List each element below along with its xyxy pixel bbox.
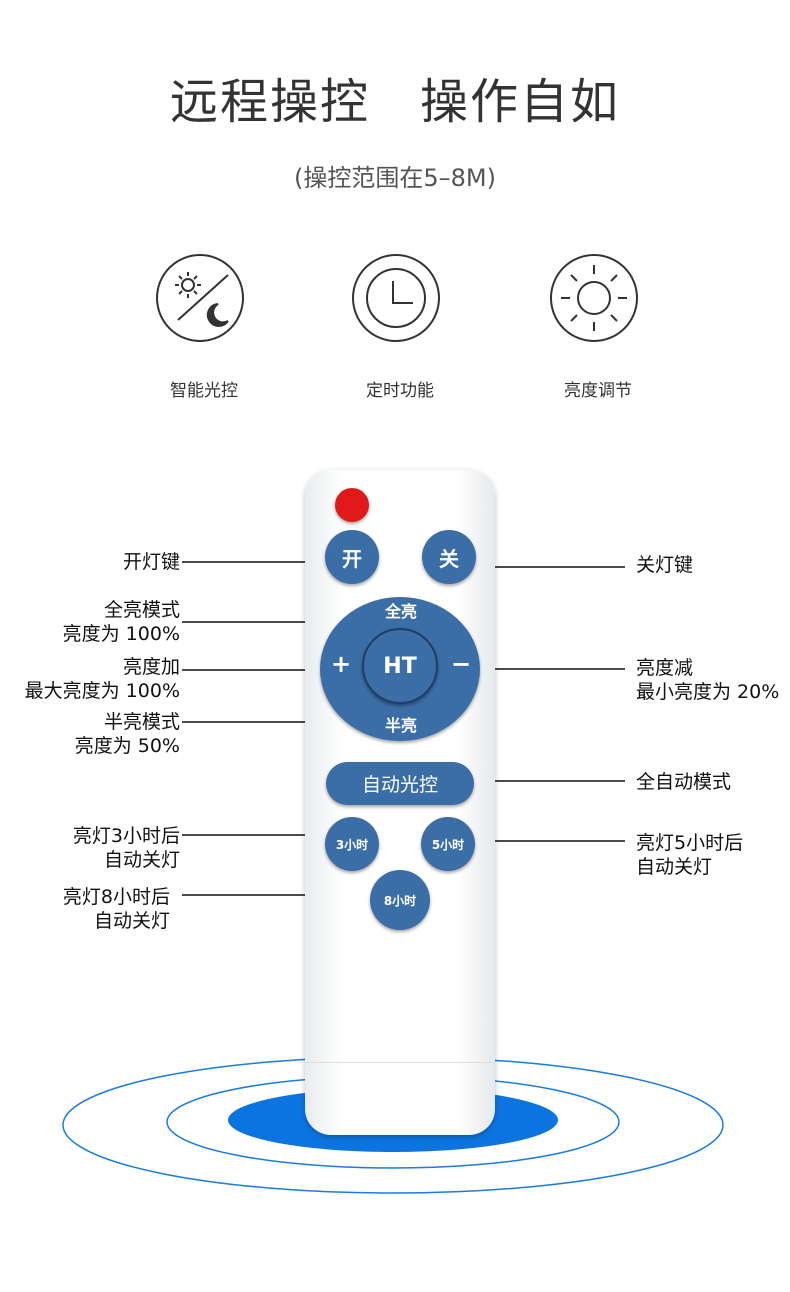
brightness-minus-button[interactable]: − [450, 650, 472, 678]
callout-subtext: 最小亮度为 20% [636, 681, 780, 703]
on-button[interactable]: 开 [325, 530, 379, 584]
callout-lines [182, 561, 625, 896]
callout-plus: 亮度加最大亮度为 100% [25, 655, 180, 703]
callout-text: 亮灯8小时后 [62, 886, 170, 908]
callout-on: 开灯键 [123, 550, 180, 574]
timer-8h-button[interactable]: 8小时 [370, 870, 430, 930]
callout-subtext: 自动关灯 [93, 910, 170, 932]
page-title: 远程操控 操作自如 [169, 74, 620, 130]
brightness-plus-button[interactable]: + [330, 650, 352, 678]
clock-icon [352, 254, 440, 342]
auto-light-button[interactable]: 自动光控 [326, 762, 474, 805]
callout-text: 半亮模式 [103, 711, 180, 733]
callout-text: 关灯键 [636, 554, 694, 576]
feature-label-brightness: 亮度调节 [564, 381, 632, 401]
remote-seam [305, 1062, 495, 1063]
callout-full: 全亮模式亮度为 100% [63, 598, 180, 646]
callout-minus: 亮度减最小亮度为 20% [636, 656, 779, 704]
callout-3h: 亮灯3小时后自动关灯 [73, 824, 180, 872]
full-bright-button[interactable]: 全亮 [384, 602, 417, 621]
callout-text: 亮灯3小时后 [72, 825, 180, 847]
callout-subtext: 自动关灯 [636, 856, 713, 878]
callout-subtext: 亮度为 50% [74, 735, 180, 757]
half-bright-button[interactable]: 半亮 [384, 716, 417, 735]
feature-label-light-control: 智能光控 [170, 381, 238, 401]
callout-auto: 全自动模式 [636, 770, 731, 794]
callout-text: 开灯键 [122, 551, 180, 573]
off-button[interactable]: 关 [422, 530, 476, 584]
timer-3h-button[interactable]: 3小时 [325, 817, 379, 871]
callout-subtext: 最大亮度为 100% [24, 680, 180, 702]
timer-5h-button[interactable]: 5小时 [421, 817, 475, 871]
callout-text: 亮度减 [636, 657, 694, 679]
callout-text: 亮度加 [122, 656, 180, 678]
callout-off: 关灯键 [636, 553, 693, 577]
day-night-icon [156, 254, 244, 342]
callout-8h: 亮灯8小时后自动关灯 [63, 885, 170, 933]
callout-subtext: 亮度为 100% [62, 623, 180, 645]
power-button[interactable] [335, 488, 369, 522]
ht-center-button[interactable]: HT [362, 628, 438, 704]
callout-text: 亮灯5小时后 [636, 832, 744, 854]
sun-icon [550, 254, 638, 342]
callout-text: 全自动模式 [636, 771, 732, 793]
callout-text: 全亮模式 [103, 599, 180, 621]
callout-5h: 亮灯5小时后自动关灯 [636, 831, 743, 879]
feature-label-timer: 定时功能 [366, 381, 434, 401]
callout-half: 半亮模式亮度为 50% [75, 710, 180, 758]
page-subtitle: (操控范围在5–8M) [294, 164, 496, 192]
callout-subtext: 自动关灯 [103, 849, 180, 871]
